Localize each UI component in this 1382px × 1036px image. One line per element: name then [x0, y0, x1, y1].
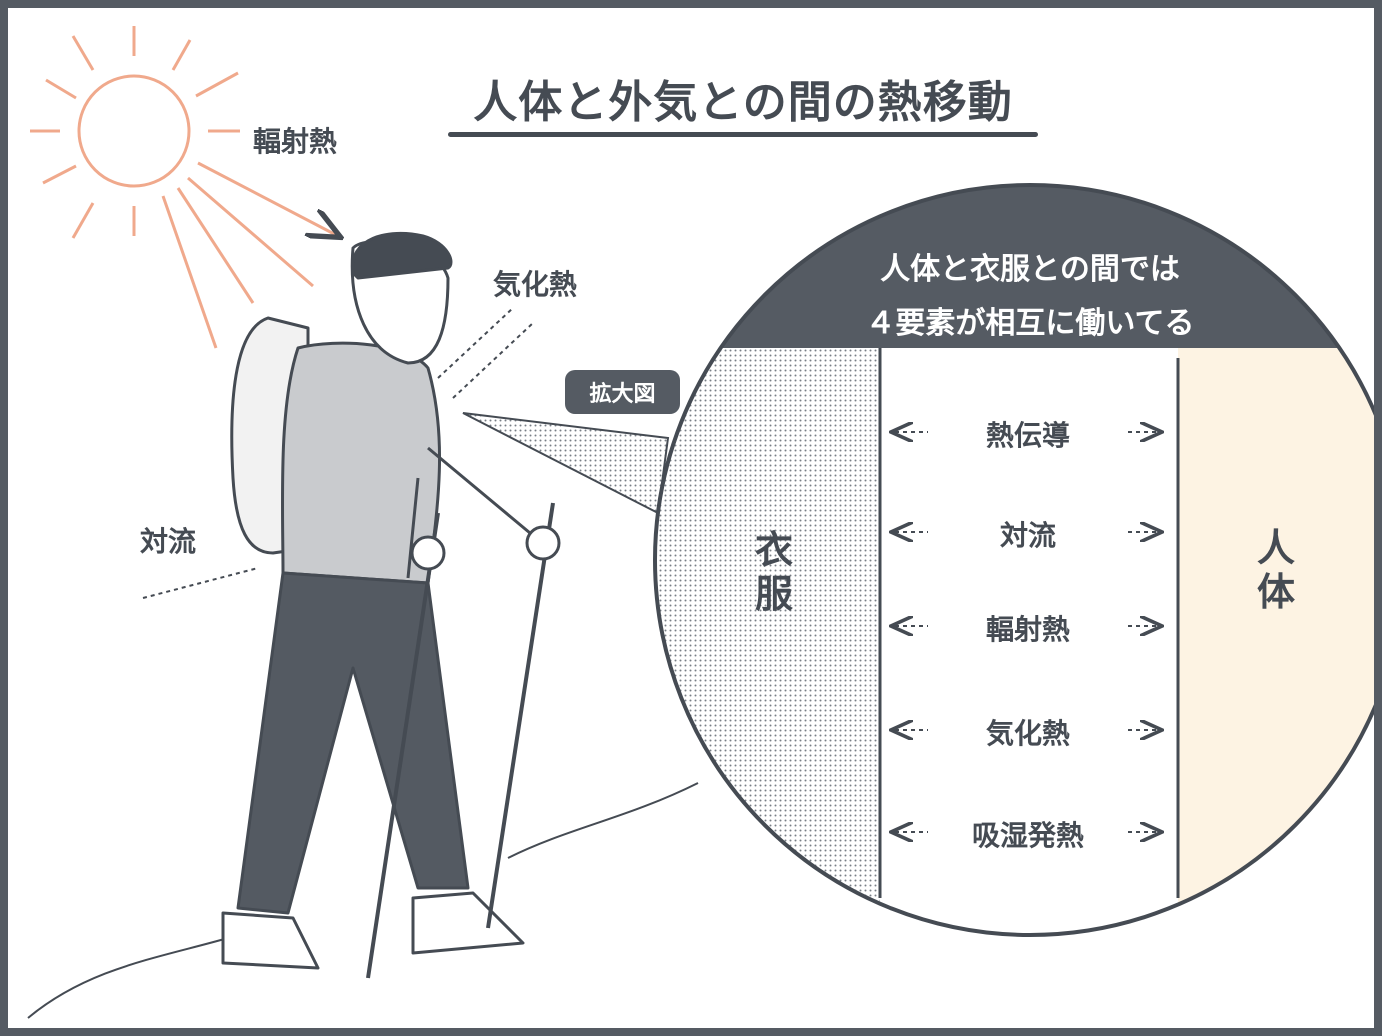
hiker-illustration: [221, 231, 561, 979]
convection-arrow: [142, 567, 259, 599]
title-underline: [448, 132, 1038, 137]
illustration: [27, 26, 1374, 1019]
zoom-badge: 拡大図: [565, 370, 680, 414]
callout-pointer: [462, 412, 670, 515]
label-convection: 対流: [140, 525, 197, 558]
page-title: 人体と外気との間の熱移動: [473, 77, 1013, 128]
row-label-conduction: 熱伝導: [928, 414, 1128, 454]
label-evaporation: 気化熱: [493, 268, 578, 301]
clothing-label: 衣服: [754, 528, 793, 616]
body-label: 人体: [1256, 526, 1295, 614]
sun-icon: [30, 26, 338, 349]
row-label-radiation: 輻射熱: [928, 608, 1128, 648]
circle-header-line2: ４要素が相互に働いてる: [865, 306, 1195, 341]
ground-line: [27, 782, 699, 1019]
label-radiation: 輻射熱: [253, 125, 338, 158]
evaporation-arrows: [437, 307, 534, 399]
row-label-convection: 対流: [928, 514, 1128, 554]
row-label-evaporation: 気化熱: [928, 712, 1128, 752]
row-label-absorption-heat: 吸湿発熱: [928, 814, 1128, 854]
circle-header-line1: 人体と衣服との間では: [880, 252, 1180, 287]
body-region: [1178, 348, 1374, 935]
